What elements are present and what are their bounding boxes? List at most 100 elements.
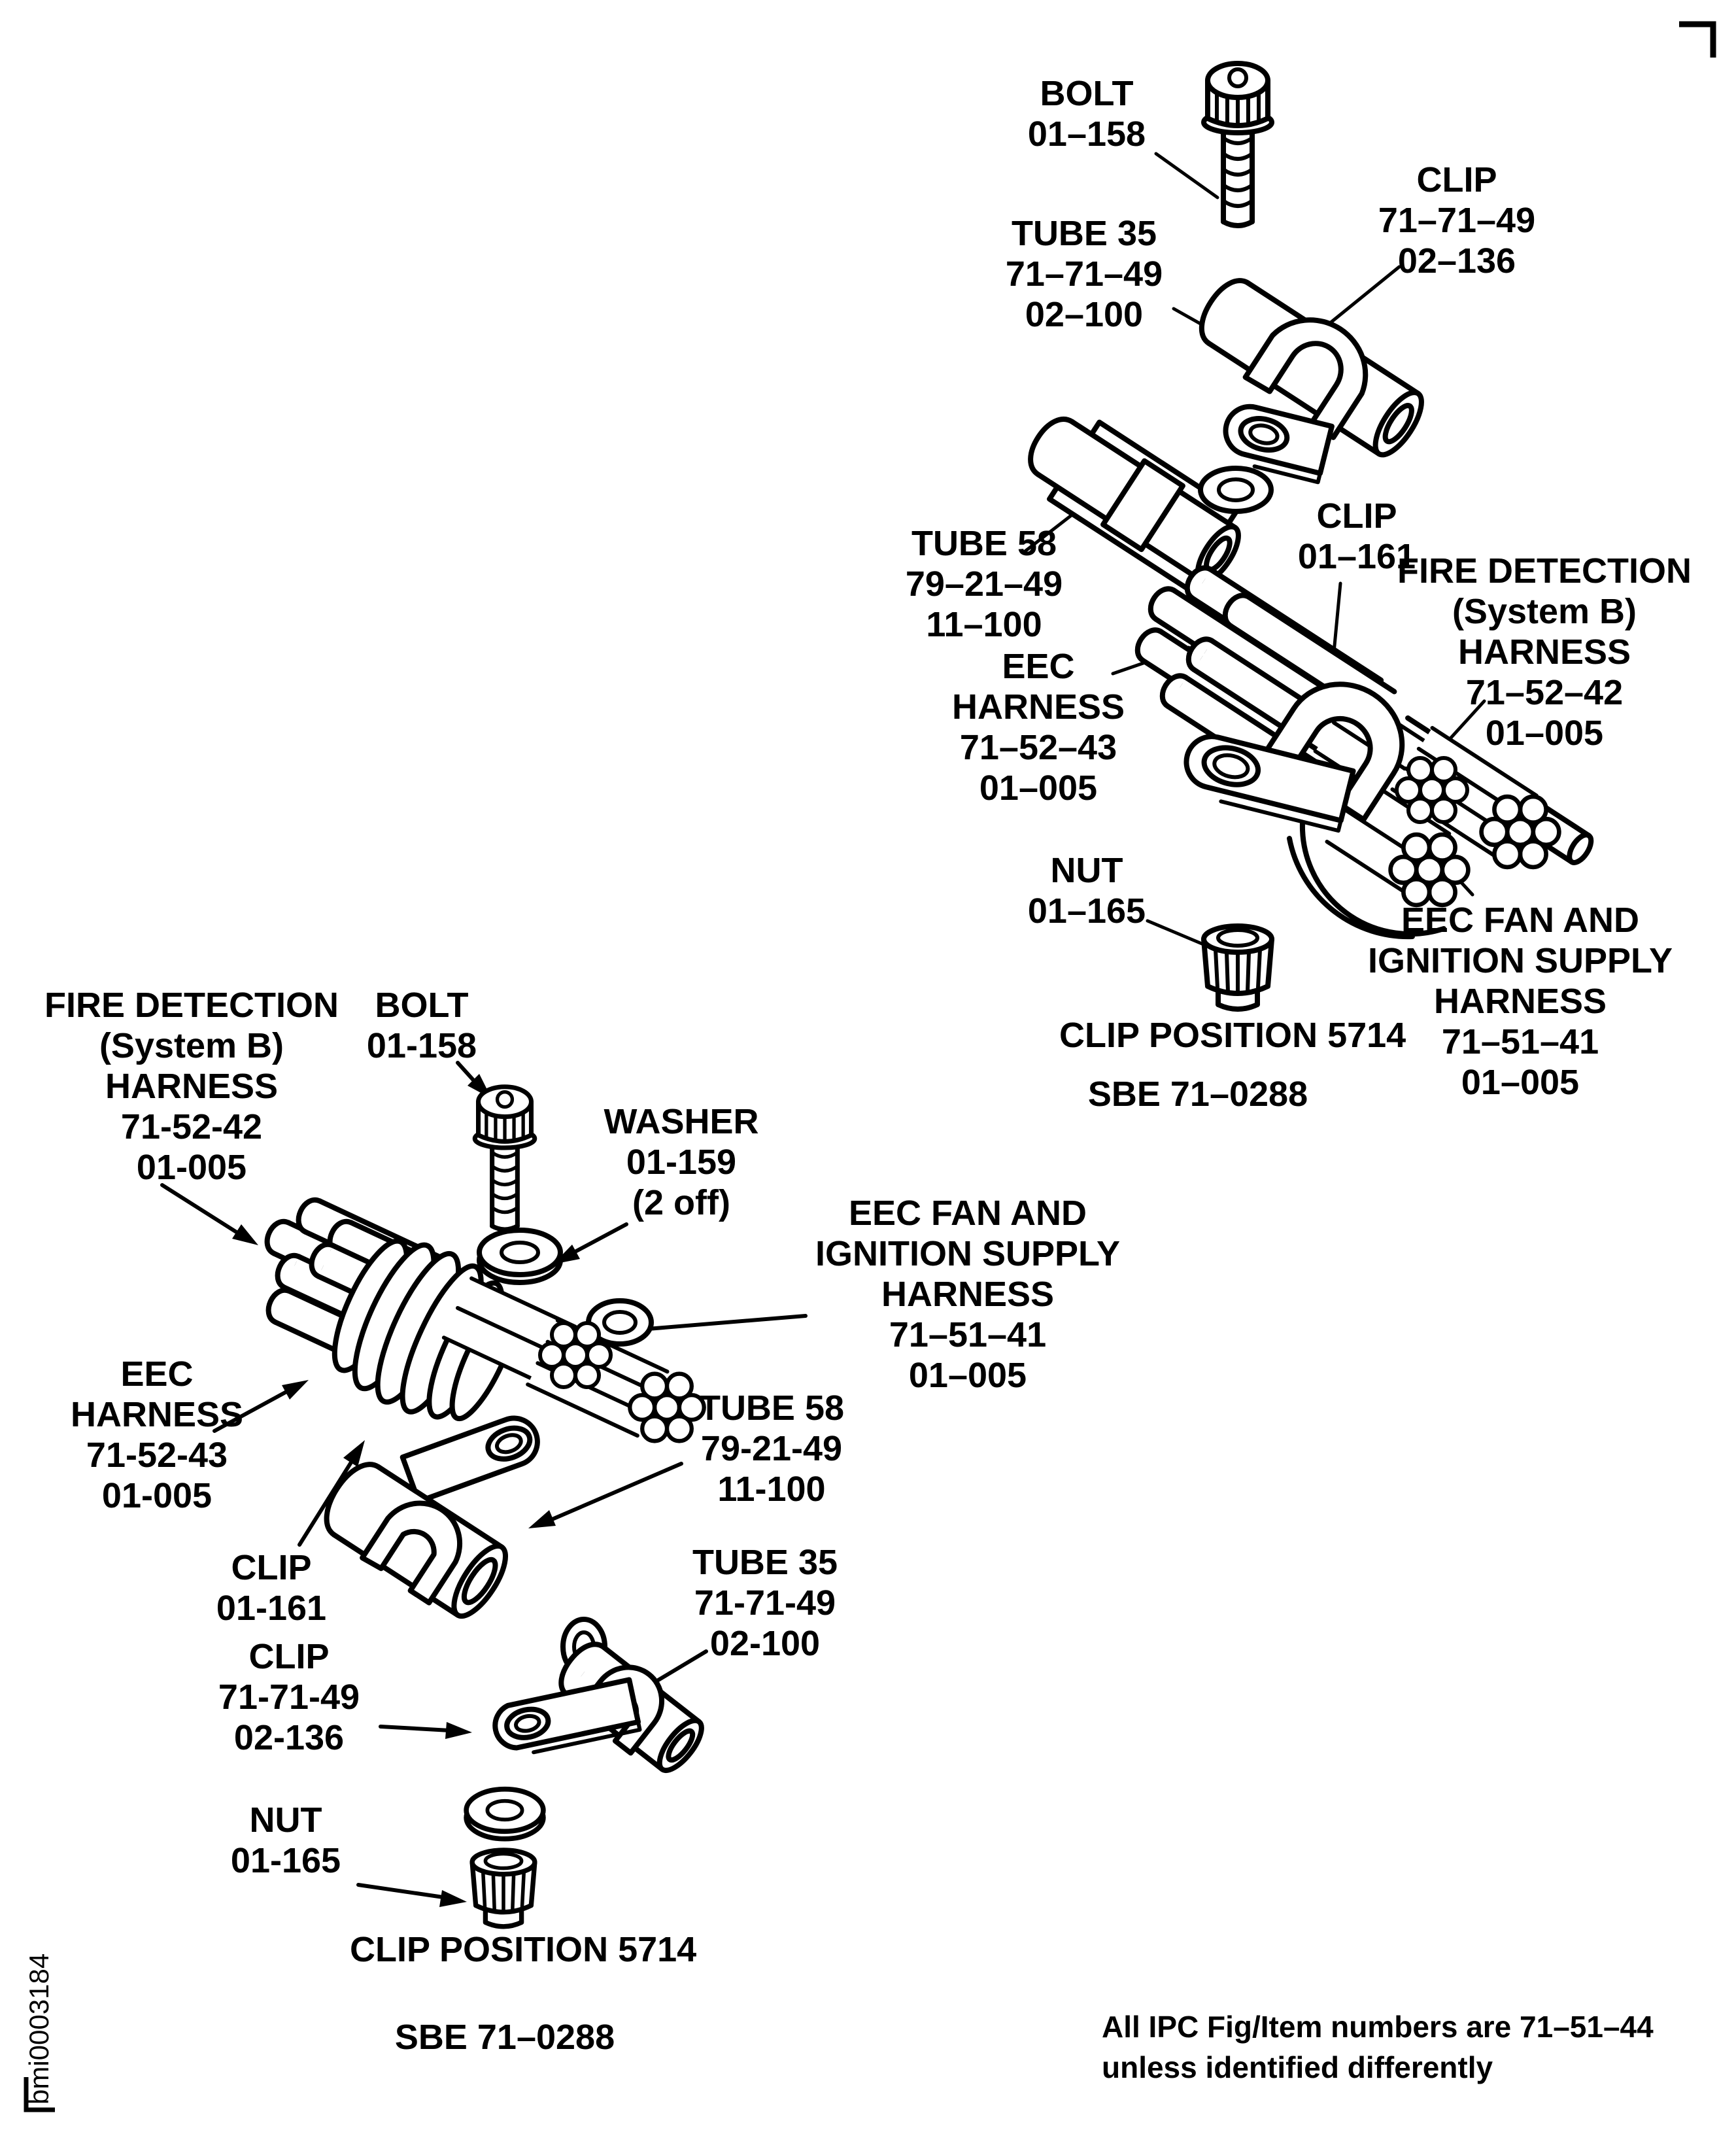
label-right-nut: NUT 01–165 [917,850,1257,931]
part-name: EEC [120,1354,194,1394]
part-number: 71-52-43 [86,1436,228,1475]
left-washer-graphic [479,1230,560,1282]
part-name: HARNESS [881,1275,1055,1314]
part-number: 71-52-42 [120,1107,263,1146]
corner-mark-bottom-left [24,2077,55,2112]
label-right-tube58: TUBE 58 79–21–49 11–100 [814,523,1154,645]
part-name: WASHER [604,1102,759,1141]
part-number: 01–158 [1027,114,1146,154]
part-name: EEC FAN AND [848,1194,1087,1233]
part-name: TUBE 35 [1011,214,1157,253]
part-name: FIRE DETECTION [44,986,339,1025]
part-number: 11–100 [926,605,1042,644]
label-left-clip-tube35: CLIP 71-71-49 02-136 [119,1636,459,1758]
label-right-eec-harness: EEC HARNESS 71–52–43 01–005 [868,646,1208,808]
label-left-fire-detection-harness: FIRE DETECTION (System B) HARNESS 71-52-… [22,985,362,1188]
part-name: EEC FAN AND [1401,901,1640,940]
part-number: 71–71–49 [1378,201,1536,240]
corner-mark-top-right [1679,21,1716,58]
part-name: HARNESS [951,687,1125,727]
caption-left-sbe-ref: SBE 71–0288 [394,2018,615,2057]
part-number: 01–161 [1297,537,1416,576]
part-name: CLIP [1416,160,1497,199]
right-tube35-clip-graphic [1199,278,1424,485]
part-number: 01-159 [626,1143,737,1182]
right-nut-graphic [1204,926,1272,1009]
label-left-washer: WASHER 01-159 (2 off) [511,1101,851,1223]
part-name: (System B) [1452,592,1637,631]
part-number: 01–005 [1485,714,1604,753]
caption-right-clip-position: CLIP POSITION 5714 [1059,1016,1406,1055]
part-name: CLIP [248,1637,330,1676]
left-clip161-tube58-graphic [324,1415,540,1619]
part-name: FIRE DETECTION [1397,551,1692,591]
left-nut-graphic [472,1850,535,1927]
part-number: 71–51–41 [1441,1022,1599,1061]
right-harness-bundle-graphic [1134,565,1594,940]
document-id: bmi0003184 [24,1953,54,2105]
part-number: 71-71-49 [694,1583,836,1623]
part-name: CLIP [231,1548,312,1587]
part-name: NUT [249,1800,322,1840]
label-right-fire-detection-harness: FIRE DETECTION (System B) HARNESS 71–52–… [1374,551,1714,753]
label-right-clip-tube35: CLIP 71–71–49 02–136 [1287,160,1627,281]
part-number: 01–005 [979,768,1098,808]
part-number: 79-21-49 [700,1429,843,1468]
part-number: 01-165 [230,1841,341,1880]
label-left-eec-fan-harness: EEC FAN AND IGNITION SUPPLY HARNESS 71–5… [798,1193,1138,1396]
part-number: 01–005 [1461,1063,1580,1102]
part-name: CLIP [1316,496,1397,536]
left-clip136-tube35-graphic [492,1617,704,1773]
label-right-clip161: CLIP 01–161 [1187,496,1527,577]
caption-left-clip-position: CLIP POSITION 5714 [350,1930,697,1969]
part-number: 71–51–41 [889,1315,1047,1354]
part-name: TUBE 58 [911,524,1057,563]
part-number: 02-100 [709,1624,821,1663]
part-name: HARNESS [1433,982,1607,1021]
caption-right-sbe-ref: SBE 71–0288 [1087,1075,1308,1114]
left-washer2-graphic [466,1789,543,1839]
part-number: 71–71–49 [1005,254,1163,294]
part-number: 71-71-49 [218,1678,360,1717]
part-number: 02-136 [233,1718,345,1757]
part-name: HARNESS [70,1395,244,1434]
label-right-bolt: BOLT 01–158 [917,73,1257,154]
label-left-tube35: TUBE 35 71-71-49 02-100 [595,1542,935,1664]
part-number: 01–165 [1027,891,1146,931]
part-name: TUBE 35 [692,1543,838,1582]
part-name: HARNESS [105,1067,279,1106]
part-number: 01-158 [366,1026,477,1065]
label-right-eec-fan-harness: EEC FAN AND IGNITION SUPPLY HARNESS 71–5… [1350,900,1690,1103]
label-right-tube35: TUBE 35 71–71–49 02–100 [914,213,1254,335]
left-diagram-art [160,1061,808,1927]
part-name: BOLT [375,986,469,1025]
part-name: HARNESS [1457,632,1631,672]
label-left-bolt: BOLT 01-158 [252,985,592,1066]
part-name: NUT [1050,851,1123,890]
part-name: EEC [1002,647,1075,686]
label-left-clip161: CLIP 01-161 [101,1547,441,1628]
part-number: 02–136 [1397,241,1516,281]
ipc-footnote: All IPC Fig/Item numbers are 71–51–44 un… [1102,2010,1654,2084]
part-number: 01–005 [908,1356,1027,1395]
part-number: 01-161 [216,1589,327,1628]
part-number: 01-005 [101,1476,213,1515]
part-name: IGNITION SUPPLY [1367,941,1673,980]
part-number: 02–100 [1025,295,1144,334]
right-diagram-art [1021,63,1594,1009]
part-quantity: (2 off) [632,1183,730,1222]
part-number: 71–52–42 [1465,673,1624,712]
part-number: 79–21–49 [905,564,1063,604]
part-name: BOLT [1040,74,1134,113]
part-name: TUBE 58 [698,1388,845,1428]
part-number: 71–52–43 [959,728,1117,767]
part-name: IGNITION SUPPLY [815,1234,1121,1273]
part-number: 11-100 [717,1470,826,1509]
label-left-nut: NUT 01-165 [116,1800,456,1881]
label-left-tube58: TUBE 58 79-21-49 11-100 [602,1388,942,1509]
left-harness-connector-graphic [264,1197,704,1441]
part-name: (System B) [99,1026,284,1065]
part-number: 01-005 [136,1148,247,1187]
